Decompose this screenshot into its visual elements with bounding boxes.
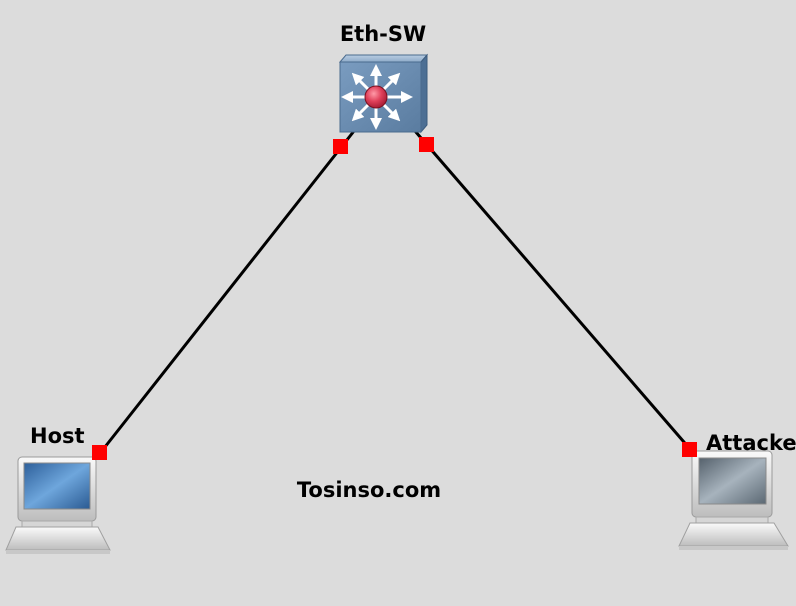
switch-device[interactable]: Eth-SW <box>338 22 429 134</box>
laptop-icon <box>678 450 789 550</box>
link-status-indicator <box>419 137 434 152</box>
attacker-label: Attacker <box>706 431 796 455</box>
link-status-indicator <box>682 442 697 457</box>
host-device[interactable]: Host <box>5 424 111 554</box>
host-label: Host <box>30 424 85 448</box>
laptop-icon <box>5 456 111 554</box>
link-switch-host[interactable] <box>99 130 356 453</box>
attacker-device[interactable]: Attacker <box>678 431 796 550</box>
watermark-text: Tosinso.com <box>297 478 441 502</box>
link-status-indicator <box>333 139 348 154</box>
switch-label: Eth-SW <box>340 22 426 46</box>
switch-icon <box>338 53 429 134</box>
link-switch-attacker[interactable] <box>413 130 692 450</box>
link-status-indicator <box>92 445 107 460</box>
